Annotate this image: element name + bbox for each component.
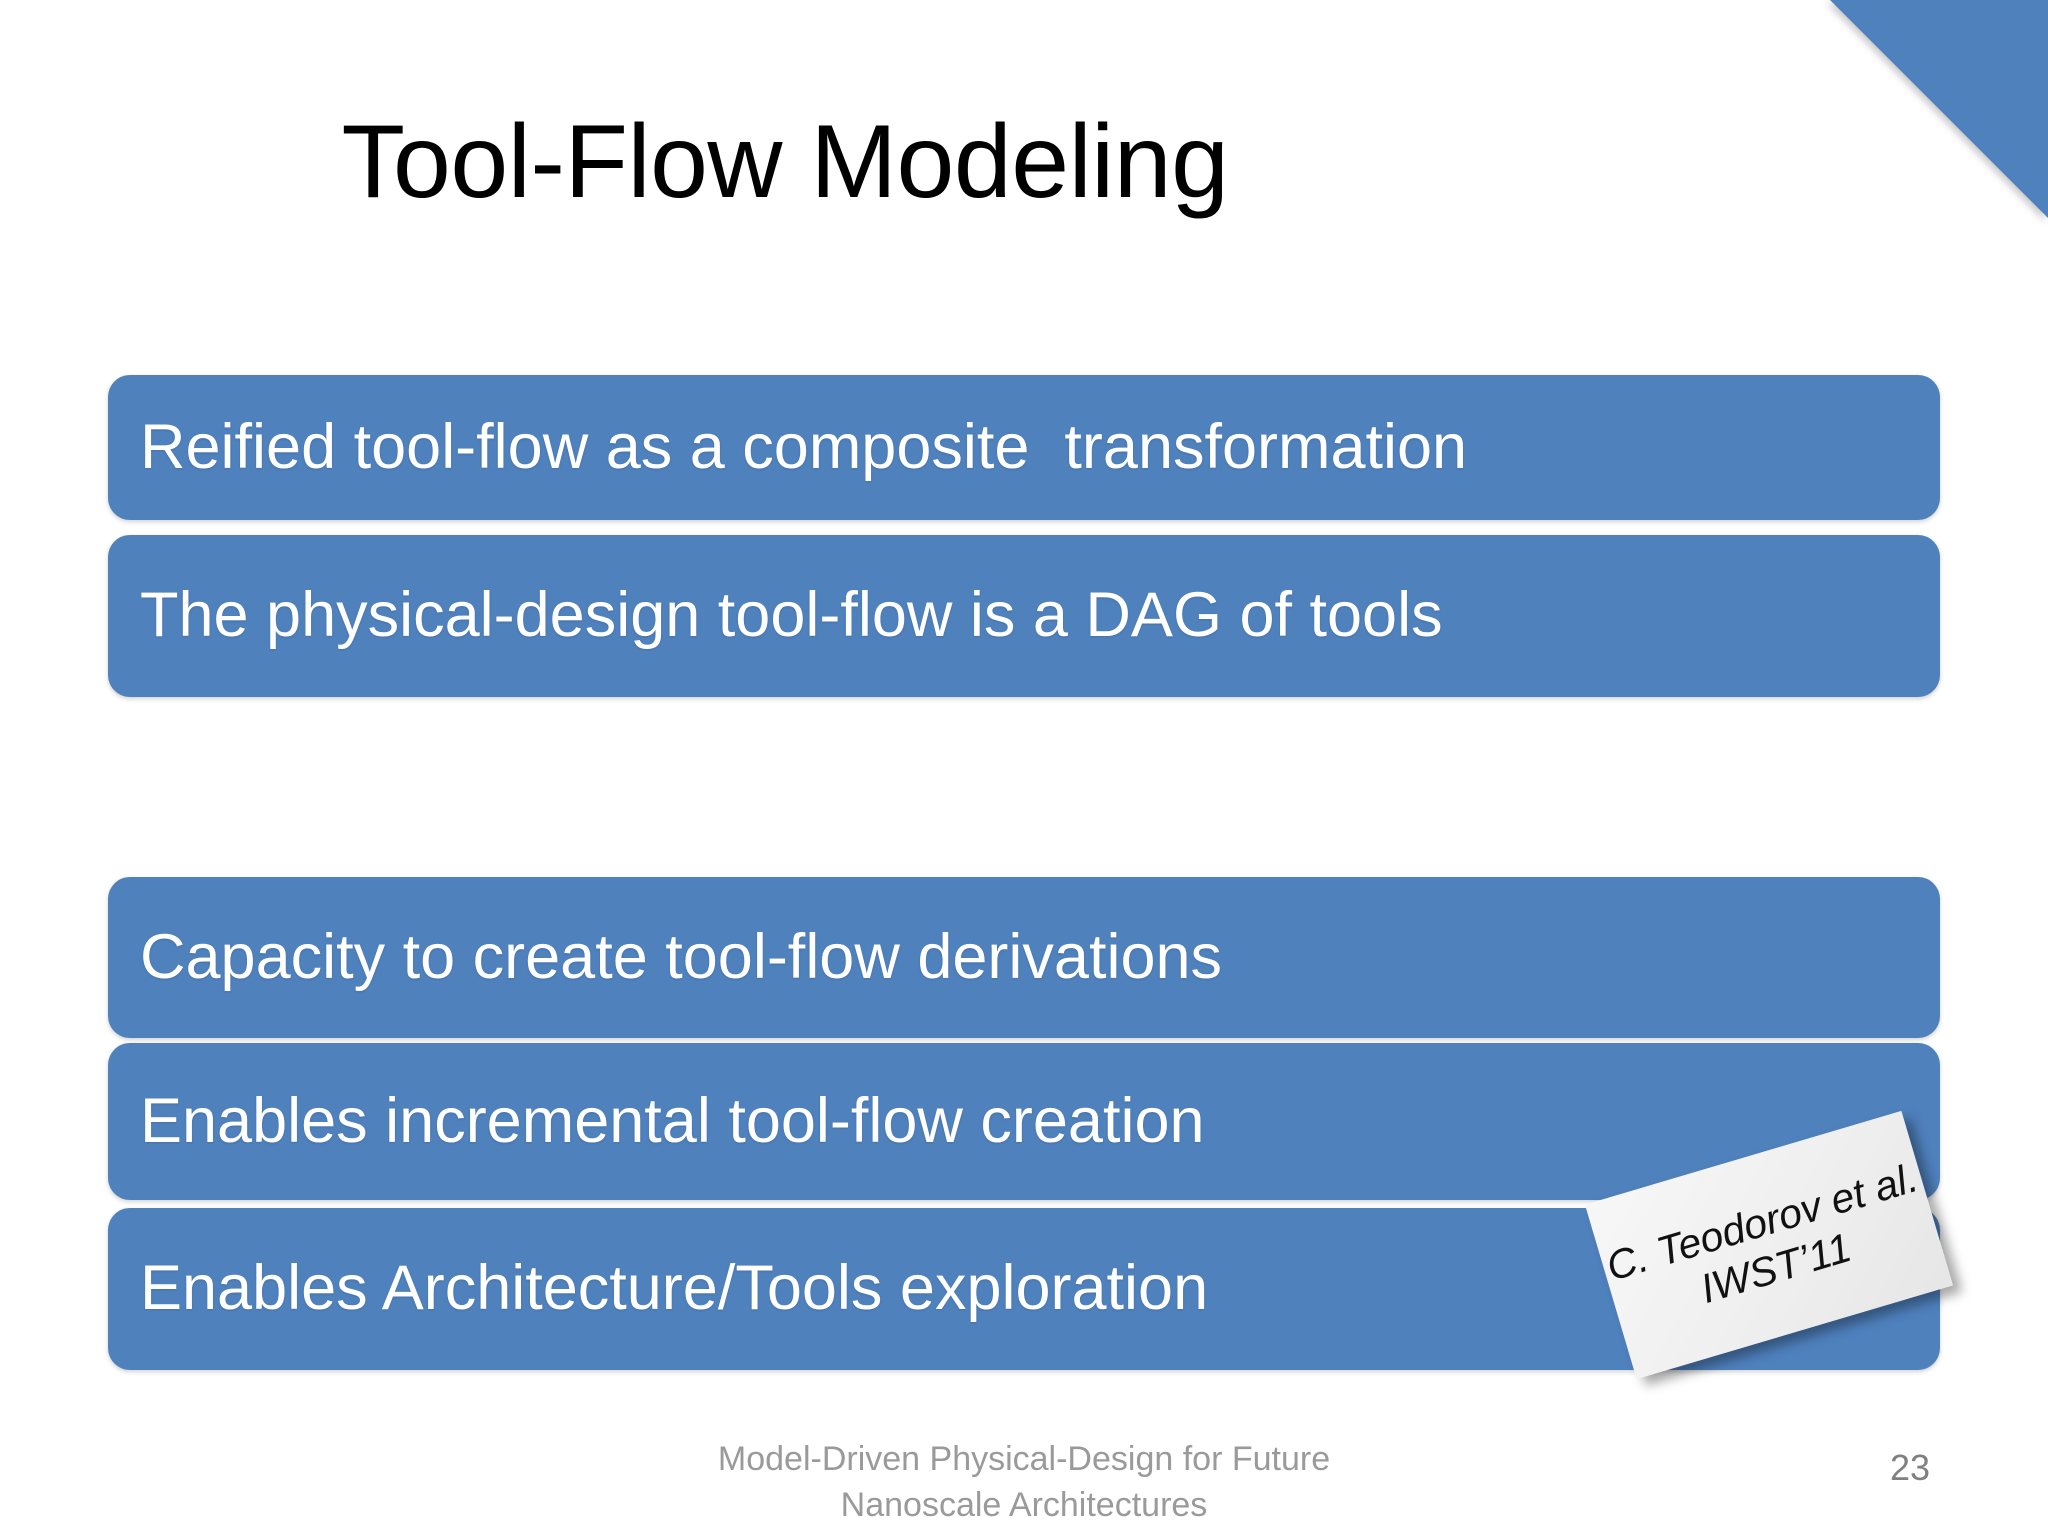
footer-line-1: Model-Driven Physical-Design for Future — [717, 1440, 1331, 1478]
bullet-bar[interactable]: The physical-design tool-flow is a DAG o… — [108, 535, 1940, 697]
corner-triangle-decoration — [1830, 0, 2048, 218]
bullet-bar-label: Reified tool-flow as a composite transfo… — [140, 411, 1468, 482]
slide-title: Tool-Flow Modeling — [341, 104, 1229, 220]
footer-line-2: Nanoscale Architectures — [840, 1485, 1208, 1524]
bullet-bar-label: Capacity to create tool-flow derivations — [140, 921, 1223, 992]
bullet-bar-label: Enables Architecture/Tools exploration — [140, 1253, 1209, 1324]
bullet-bar[interactable]: Reified tool-flow as a composite transfo… — [108, 375, 1940, 520]
bullet-bar-label: Enables incremental tool-flow creation — [140, 1085, 1205, 1156]
bullet-bar-label: The physical-design tool-flow is a DAG o… — [140, 580, 1443, 651]
slide-footer: Model-Driven Physical-Design for Future … — [0, 1437, 2048, 1529]
bullet-bar[interactable]: Enables incremental tool-flow creation — [108, 1043, 1940, 1200]
bullet-bar[interactable]: Capacity to create tool-flow derivations — [108, 877, 1940, 1038]
page-number: 23 — [1889, 1447, 1931, 1488]
